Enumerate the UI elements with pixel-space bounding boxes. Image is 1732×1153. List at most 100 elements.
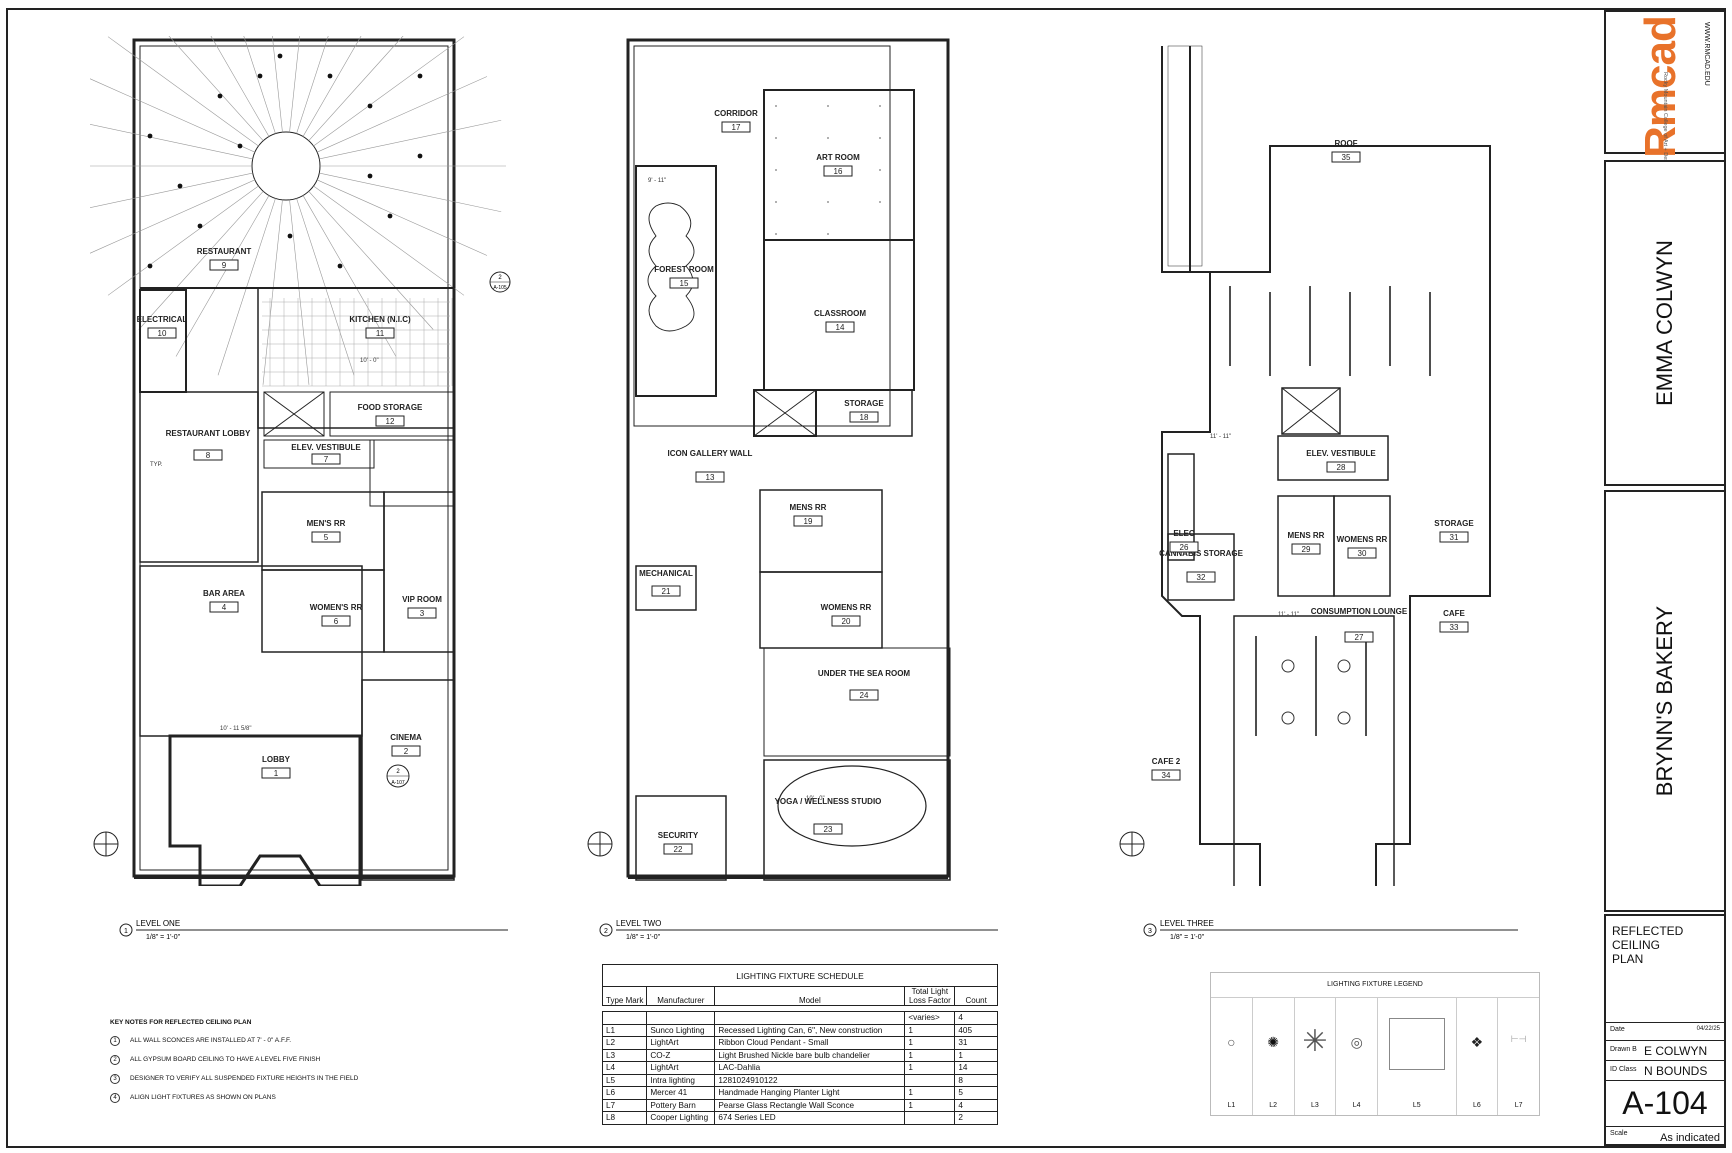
pendant-fixture [337,263,343,269]
room-number: 27 [1355,633,1364,642]
ceiling-ray [107,185,259,296]
ceiling-ray [308,36,404,141]
room-label: CAFE 2 [1152,757,1181,766]
ceiling-ray [308,191,434,330]
pendant-fixture [367,103,373,109]
schedule-header: Type Mark [601,986,648,1006]
rmcad-logo: Rmcad [1635,16,1685,158]
room-label: ELEV. VESTIBULE [291,443,361,452]
pendant-fixture [237,143,243,149]
ceiling-ray [210,36,270,137]
dimension: 10' - 0" [806,796,825,802]
pendant-fixture [257,73,263,79]
dahlia-fixture [1281,711,1295,725]
svg-text:1/8" = 1'-0": 1/8" = 1'-0" [146,934,181,941]
project-panel: BRYNN'S BAKERY [1604,490,1726,912]
level-title-three: 3 LEVEL THREE 1/8" = 1'-0" [1143,919,1518,941]
room-number: 6 [334,617,339,626]
svg-text:1/8" = 1'-0": 1/8" = 1'-0" [1170,934,1205,941]
pendant-icon: ✺ [1267,1034,1280,1050]
student-panel: EMMA COLWYN [1604,160,1726,486]
project-name: BRYNN'S BAKERY [1652,605,1677,797]
recessed-can-icon: ○ [1227,1034,1236,1050]
room-label: STORAGE [1434,519,1474,528]
legend-item: L5 [1378,998,1457,1115]
lighting-fixture-legend: LIGHTING FIXTURE LEGEND ○L1 ✺L2 ✳L3 ◎L4 … [1210,972,1540,1116]
svg-text:3: 3 [1148,928,1152,935]
ceiling-ray [243,36,276,134]
date-label: Date [1610,1026,1625,1033]
room-label: BAR AREA [203,589,245,598]
room-label: UNDER THE SEA ROOM [818,669,910,678]
pendant-fixture [177,183,183,189]
north-arrow [93,831,119,857]
ceiling-ray [313,185,465,296]
room-number: 13 [706,473,715,482]
level-three-plan: ROOF ELEV. VESTIBULE ELEC MENS RR WOMENS… [1119,45,1491,886]
dimension: 10' - 11 5/8" [220,726,252,732]
room-label: LOBBY [262,755,291,764]
ceiling-ray [296,198,355,376]
schedule-title: LIGHTING FIXTURE SCHEDULE [602,964,998,987]
svg-text:A-107: A-107 [391,780,405,786]
ceiling-ray [217,198,276,376]
room-label: MENS RR [1288,531,1325,540]
room-number: 33 [1450,623,1459,632]
recessed-fixture [775,201,777,203]
svg-text:1/8" = 1'-0": 1/8" = 1'-0" [626,934,661,941]
svg-text:2: 2 [498,275,502,281]
room-label: STORAGE [844,399,884,408]
pendant-fixture [277,53,283,59]
ceiling-ray [302,36,362,137]
pendant-fixture [217,93,223,99]
room-label: CAFE [1443,609,1465,618]
ceiling-ray [90,172,253,208]
schedule-header: Count [954,986,998,1006]
recessed-fixture [879,201,881,203]
sheet-title: REFLECTED CEILING PLAN [1612,924,1684,966]
legend-item: ✺L2 [1253,998,1295,1115]
room-number: 18 [860,413,869,422]
north-arrow [587,831,613,857]
logo-url: WWW.RMCAD.EDU [1703,22,1710,86]
chandelier-icon: ✳ [1302,1025,1328,1058]
dimension: 10' - 0" [360,358,379,364]
ceiling-ray [90,78,256,153]
room-number: 34 [1162,771,1171,780]
room-number: 16 [834,167,843,176]
pendant-fixture [147,133,153,139]
wall-sconce-icon: ⊢⊣ [1510,1034,1527,1044]
room-label: ELEC [1173,529,1195,538]
level-titles: 1 LEVEL ONE 1/8" = 1'-0" 2 LEVEL TWO 1/8… [119,919,1518,941]
room-number: 2 [404,747,409,756]
pendant-fixture [387,213,393,219]
legend-item: ⊢⊣L7 [1498,998,1539,1115]
pendant-fixture [147,263,153,269]
room-label: CLASSROOM [814,309,866,318]
ceiling-ray [175,195,270,357]
dahlia-fixture [1337,711,1351,725]
room-label: VIP ROOM [402,595,442,604]
svg-text:A-105: A-105 [493,285,507,291]
dimension: 11' - 11" [1278,612,1299,618]
svg-text:LEVEL THREE: LEVEL THREE [1160,919,1214,928]
typ-note: TYP. [150,462,163,468]
room-label: CINEMA [390,733,422,742]
svg-text:LEVEL ONE: LEVEL ONE [136,919,180,928]
ceiling-ray [289,199,310,385]
pendant-fixture [367,173,373,179]
svg-text:2: 2 [396,769,400,775]
room-label: SECURITY [658,831,699,840]
room-label: ROOF [1334,139,1357,148]
class-label: ID Class [1610,1066,1637,1073]
sheet-info-panel: REFLECTED CEILING PLAN Date 04/22/25 Dra… [1604,914,1726,1146]
room-label: ELEV. VESTIBULE [1306,449,1376,458]
recessed-fixture [879,169,881,171]
ceiling-ray [138,191,264,330]
room-number: 21 [662,587,671,596]
